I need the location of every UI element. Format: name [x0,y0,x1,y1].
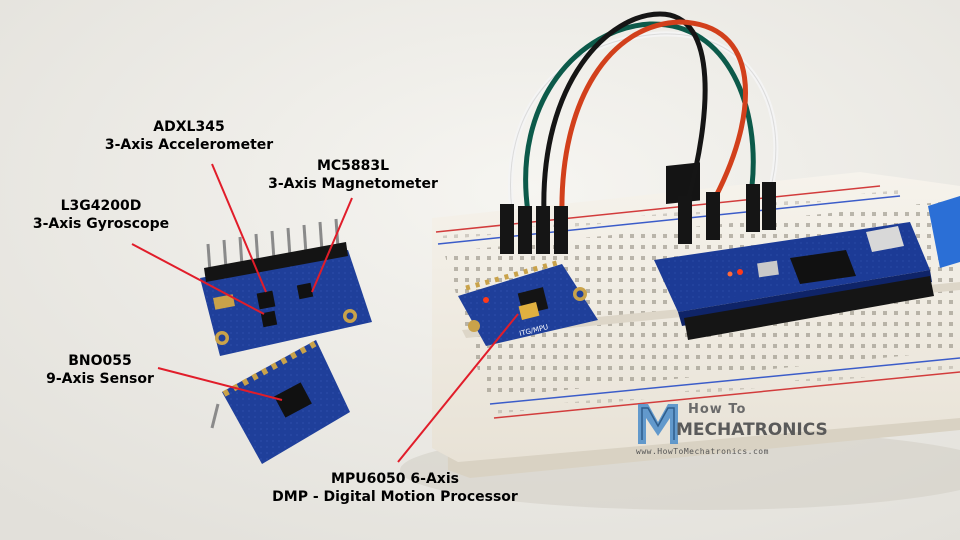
logo-line2: MECHATRONICS [676,420,828,440]
label-adxl345: ADXL345 3-Axis Accelerometer [96,118,282,154]
imu-board-gy80 [200,218,372,356]
callout-l3g [131,243,265,315]
callout-lines [131,163,519,463]
label-mc5883l-line1: MC5883L [316,158,390,174]
label-adxl345-line2: 3-Axis Accelerometer [104,137,274,153]
callout-mpu [397,313,519,463]
callout-adxl [211,163,267,293]
arduino-nano [654,162,934,340]
callout-bno [157,367,283,401]
logo-mark-icon [638,404,678,444]
bno055-board [210,339,350,464]
label-adxl345-line1: ADXL345 [153,119,225,135]
callout-mc5883 [311,197,353,293]
label-mc5883l-line2: 3-Axis Magnetometer [268,176,438,192]
label-bno055-line1: BNO055 [68,353,132,369]
label-l3g4200d-line2: 3-Axis Gyroscope [32,216,170,232]
label-mpu6050-line2: DMP - Digital Motion Processor [272,489,518,505]
label-mc5883l: MC5883L 3-Axis Magnetometer [258,157,448,193]
label-mpu6050-line1: MPU6050 6-Axis [331,471,459,487]
label-l3g4200d-line1: L3G4200D [60,198,142,214]
label-l3g4200d: L3G4200D 3-Axis Gyroscope [16,197,186,233]
usb-cable [928,196,960,268]
label-mpu6050: MPU6050 6-Axis DMP - Digital Motion Proc… [262,470,528,506]
jumper-wires [500,11,779,254]
logo-url: www.HowToMechatronics.com [636,447,769,456]
label-bno055-line2: 9-Axis Sensor [46,371,154,387]
logo-line1: How To [688,402,747,417]
howtomechatronics-logo: How To MECHATRONICS www.HowToMechatronic… [636,398,828,460]
label-bno055: BNO055 9-Axis Sensor [40,352,160,388]
mpu6050-board: ITG/MPU [458,259,598,346]
